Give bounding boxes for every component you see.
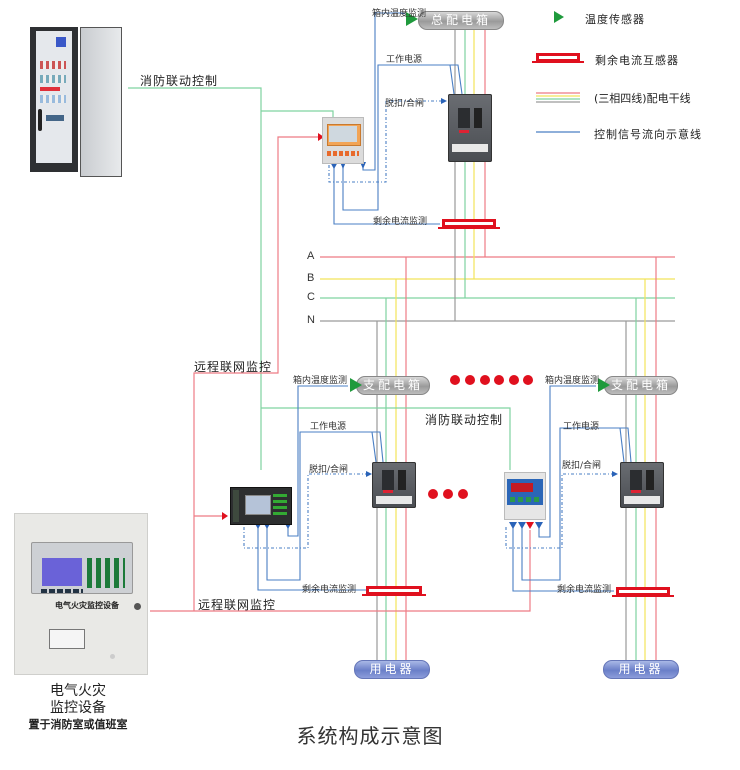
electrical-fire-monitor-panel: 电气火灾监控设备 bbox=[14, 513, 148, 675]
legend-temperature-sensor-icon bbox=[554, 11, 564, 23]
main-residual-detector bbox=[322, 117, 364, 164]
main-distribution-box: 总配电箱 bbox=[418, 11, 504, 30]
ellipsis-dot bbox=[450, 375, 460, 385]
right-red-arrow bbox=[526, 522, 534, 529]
remote-monitor-top-label: 远程联网监控 bbox=[194, 360, 273, 374]
legend-line-swatches bbox=[536, 92, 580, 133]
bus-label-b: B bbox=[307, 272, 315, 284]
right-power-label: 工作电源 bbox=[563, 422, 600, 432]
left-temp-sensor-icon bbox=[350, 378, 362, 392]
legend-label: 剩余电流互感器 bbox=[595, 54, 679, 67]
left-monitor-module bbox=[230, 487, 292, 525]
left-residual-ct bbox=[362, 586, 426, 596]
bus-label-a: A bbox=[307, 250, 315, 262]
legend-label: 控制信号流向示意线 bbox=[594, 128, 702, 141]
ellipsis-dot bbox=[494, 375, 504, 385]
left-temp-label: 箱内温度监测 bbox=[293, 376, 348, 386]
legend-residual-ct-icon bbox=[532, 53, 584, 63]
legend-label: 温度传感器 bbox=[585, 13, 645, 26]
right-trip-line bbox=[505, 473, 614, 549]
bus-bars bbox=[320, 256, 675, 322]
left-load-equipment: 用电器 bbox=[354, 660, 430, 679]
fire-linkage-cabinet bbox=[28, 25, 124, 177]
left-circuit-breaker bbox=[372, 462, 416, 508]
fire-linkage-mid-label: 消防联动控制 bbox=[425, 413, 504, 427]
ellipsis-dot bbox=[523, 375, 533, 385]
ellipsis-dot bbox=[480, 375, 490, 385]
ellipsis-dot bbox=[458, 489, 468, 499]
left-trip-label: 脱扣/合闸 bbox=[309, 465, 349, 475]
ellipsis-dot bbox=[428, 489, 438, 499]
main-power-label: 工作电源 bbox=[386, 55, 423, 65]
left-branch-feeder bbox=[376, 257, 407, 660]
main-trip-line bbox=[328, 100, 446, 183]
right-trip-label: 脱扣/合闸 bbox=[562, 461, 602, 471]
right-residual-label: 剩余电流监测 bbox=[557, 585, 612, 595]
legend-label: (三相四线)配电干线 bbox=[594, 92, 691, 105]
main-temp-label: 箱内温度监测 bbox=[372, 9, 427, 19]
monitor-caption-line2: 监控设备 bbox=[50, 700, 106, 716]
right-circuit-breaker bbox=[620, 462, 664, 508]
fire-linkage-lines bbox=[128, 87, 511, 470]
fire-linkage-top-label: 消防联动控制 bbox=[140, 74, 219, 88]
bus-label-n: N bbox=[307, 314, 315, 326]
main-trip-label: 脱扣/合闸 bbox=[385, 99, 425, 109]
monitor-caption-line1: 电气火灾 bbox=[50, 683, 106, 699]
bus-label-c: C bbox=[307, 291, 315, 303]
arrow-remote-left bbox=[222, 512, 228, 520]
left-power-label: 工作电源 bbox=[310, 422, 347, 432]
main-residual-ct bbox=[438, 219, 500, 229]
right-residual-ct bbox=[612, 587, 674, 597]
monitor-caption-line3: 置于消防室或值班室 bbox=[28, 718, 128, 731]
right-temp-sensor-icon bbox=[598, 378, 610, 392]
diagram-title: 系统构成示意图 bbox=[296, 724, 444, 748]
panel-label: 电气火灾监控设备 bbox=[55, 601, 119, 610]
remote-monitor-bottom-label: 远程联网监控 bbox=[198, 598, 277, 612]
remote-monitor-lines bbox=[150, 136, 531, 612]
main-circuit-breaker bbox=[448, 94, 492, 162]
right-branch-box: 支配电箱 bbox=[604, 376, 678, 395]
right-temp-label: 箱内温度监测 bbox=[545, 376, 600, 386]
ellipsis-dot bbox=[465, 375, 475, 385]
ellipsis-dot bbox=[443, 489, 453, 499]
right-control-lines bbox=[512, 385, 632, 592]
arrow-remote-main bbox=[318, 133, 324, 141]
main-temp-sensor-icon bbox=[406, 12, 418, 26]
left-branch-box: 支配电箱 bbox=[356, 376, 430, 395]
right-temperature-module bbox=[504, 472, 546, 520]
left-trip-line bbox=[243, 473, 368, 549]
ellipsis-dot bbox=[509, 375, 519, 385]
main-residual-label: 剩余电流监测 bbox=[373, 217, 428, 227]
left-residual-label: 剩余电流监测 bbox=[302, 585, 357, 595]
right-load-equipment: 用电器 bbox=[603, 660, 679, 679]
